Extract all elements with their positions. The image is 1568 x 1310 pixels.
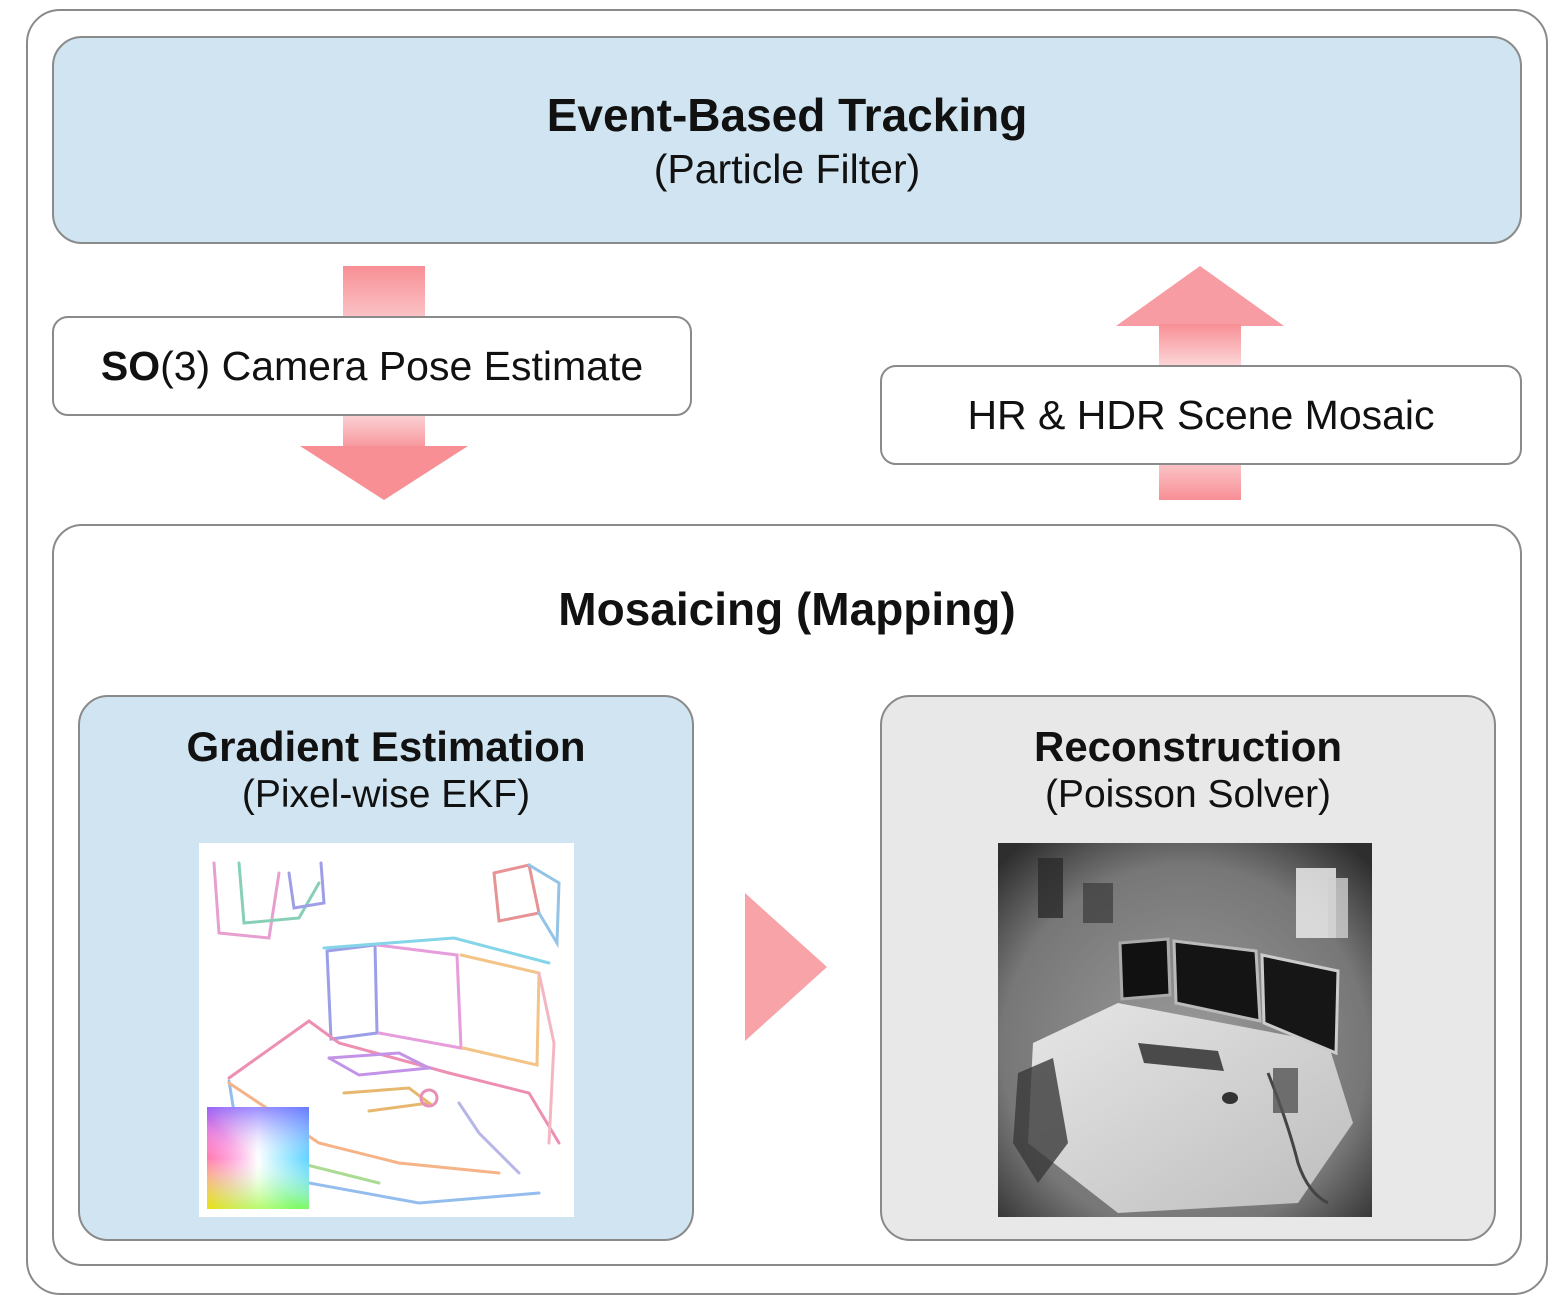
reconstruction-image [998, 843, 1372, 1217]
right-arrow-icon [745, 893, 827, 1041]
tracking-block: Event-Based Tracking (Particle Filter) [52, 36, 1522, 244]
tracking-title: Event-Based Tracking [546, 89, 1028, 141]
scene-mosaic-label: HR & HDR Scene Mosaic [880, 365, 1522, 465]
mosaicing-title: Mosaicing (Mapping) [558, 583, 1016, 635]
reconstruction-title: Reconstruction [1033, 723, 1343, 770]
up-arrow-icon [1116, 266, 1284, 500]
tracking-subtitle: (Particle Filter) [653, 146, 921, 192]
pose-text: (3) Camera Pose Estimate [160, 342, 644, 389]
pose-so-bold: SO [100, 342, 161, 389]
scene-mosaic-text: HR & HDR Scene Mosaic [967, 391, 1435, 438]
gradient-map-image [199, 843, 574, 1217]
reconstruction-subtitle: (Poisson Solver) [1044, 773, 1332, 816]
camera-pose-label: SO(3) Camera Pose Estimate [52, 316, 692, 416]
down-arrow-icon [300, 266, 468, 500]
gradient-title: Gradient Estimation [186, 723, 586, 770]
color-wheel-legend-icon [207, 1107, 309, 1209]
gradient-subtitle: (Pixel-wise EKF) [241, 773, 531, 816]
